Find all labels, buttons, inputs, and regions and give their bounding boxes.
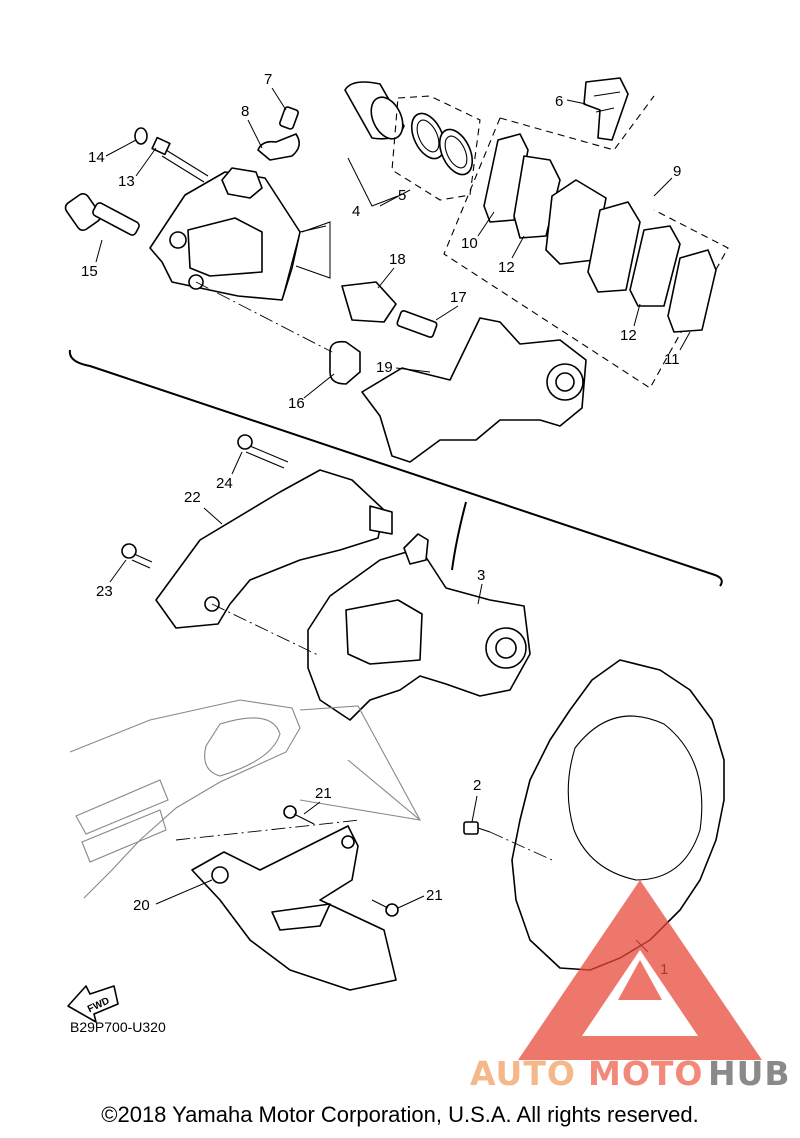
callout-3: 3 (477, 567, 485, 584)
part-3-caliper-assembly (307, 533, 531, 721)
callout-10: 10 (461, 235, 478, 252)
part-6-retainer (583, 77, 629, 141)
watermark-auto: AUTO (470, 1054, 576, 1093)
caliper-top (149, 167, 327, 301)
watermark-moto: MOTO (588, 1054, 703, 1093)
callout-14: 14 (88, 149, 105, 166)
callout-21-bottom: 21 (426, 887, 443, 904)
part-1-brake-disc (511, 659, 725, 971)
part-9-pad-kit (483, 133, 717, 333)
part-21-bolts (283, 805, 399, 917)
part-13-14-bolts (134, 127, 209, 183)
automotohub-watermark-logo (518, 880, 762, 1060)
callout-18: 18 (389, 251, 406, 268)
callout-5: 5 (398, 187, 406, 204)
automotohub-watermark-text: AUTO MOTO HUB (470, 1054, 791, 1093)
watermark-hub: HUB (708, 1054, 791, 1093)
part-15-pin (64, 192, 140, 236)
callout-17: 17 (450, 289, 467, 306)
diagram-code: B29P700-U320 (70, 1019, 166, 1035)
callout-16: 16 (288, 395, 305, 412)
callout-11: 11 (664, 351, 680, 368)
part-4-5-piston-seals (344, 81, 474, 176)
part-20-guard (191, 825, 397, 991)
part-2-disc-bolt (463, 821, 491, 835)
part-16-17-18-bushings (329, 281, 438, 385)
callout-22: 22 (184, 489, 201, 506)
swingarm-outline (69, 699, 422, 899)
callout-7: 7 (264, 71, 272, 88)
part-23-24-bolts (121, 434, 289, 569)
callout-4: 4 (352, 203, 360, 220)
callout-2: 2 (473, 777, 481, 794)
callout-12-right: 12 (620, 327, 637, 344)
callouts: 1 2 3 4 5 6 7 8 9 10 11 12 12 13 14 15 1… (81, 71, 691, 978)
part-19-bracket (361, 317, 587, 463)
callout-15: 15 (81, 263, 98, 280)
section-divider-curve (68, 349, 723, 587)
fwd-arrow-icon: FWD (67, 985, 119, 1023)
callout-24: 24 (216, 475, 233, 492)
callout-8: 8 (241, 103, 249, 120)
callout-13: 13 (118, 173, 135, 190)
copyright-notice: ©2018 Yamaha Motor Corporation, U.S.A. A… (101, 1102, 699, 1127)
callout-23: 23 (96, 583, 113, 600)
part-7-8-bleeder (257, 106, 300, 161)
callout-12-left: 12 (498, 259, 515, 276)
callout-19: 19 (376, 359, 393, 376)
callout-9: 9 (673, 163, 681, 180)
part-22-guard-bracket (155, 469, 393, 629)
callout-21-top: 21 (315, 785, 332, 802)
callout-20: 20 (133, 897, 150, 914)
callout-6: 6 (555, 93, 563, 110)
